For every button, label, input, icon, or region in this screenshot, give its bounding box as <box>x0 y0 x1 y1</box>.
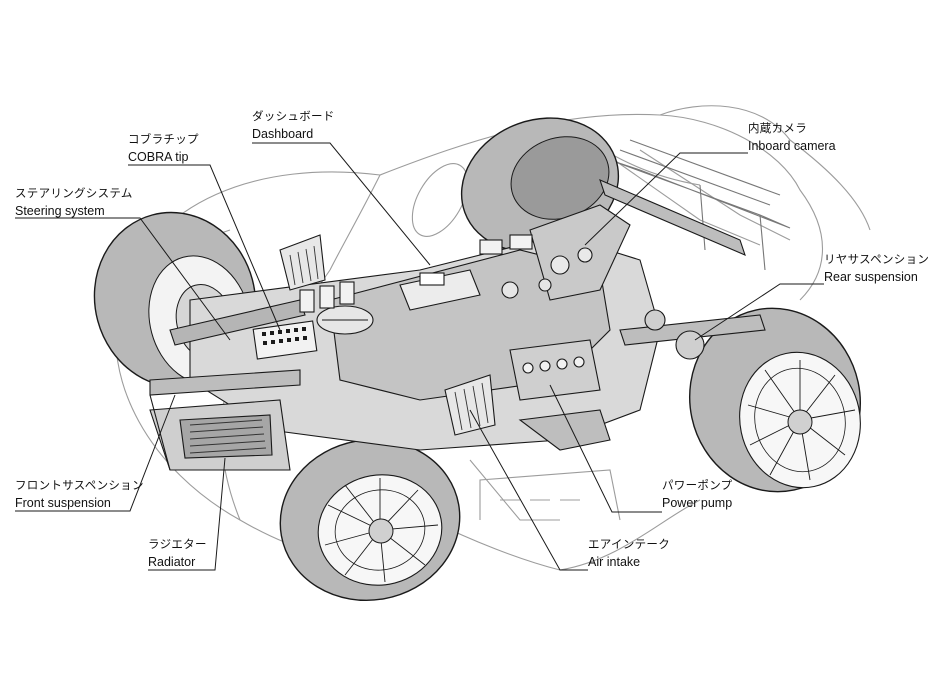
label-dashboard: ダッシュボード Dashboard <box>252 107 335 143</box>
leader-inboard-camera <box>584 152 748 246</box>
chassis <box>149 179 766 471</box>
label-rear-suspension-jp: リヤサスペンション <box>824 252 930 266</box>
label-power-pump: パワーポンプ Power pump <box>662 476 732 512</box>
label-air-intake-en: Air intake <box>588 555 641 569</box>
label-power-pump-jp: パワーポンプ <box>662 478 733 492</box>
label-cobra-tip-en: COBRA tip <box>128 150 189 164</box>
label-steering-system-jp: ステアリングシステム <box>15 186 133 200</box>
label-cobra-tip-jp: コブラチップ <box>128 132 199 146</box>
leader-rear-suspension <box>694 283 824 341</box>
label-inboard-camera-en: Inboard camera <box>748 139 836 153</box>
leader-cobra-tip <box>128 164 281 331</box>
leader-dashboard <box>252 142 431 266</box>
label-inboard-camera: 内蔵カメラ Inboard camera <box>748 119 836 155</box>
label-inboard-camera-jp: 内蔵カメラ <box>748 121 807 135</box>
leader-steering-system <box>15 217 231 341</box>
label-rear-suspension-en: Rear suspension <box>824 270 918 284</box>
label-dashboard-jp: ダッシュボード <box>252 109 335 123</box>
leader-air-intake <box>469 409 588 571</box>
label-front-suspension-en: Front suspension <box>15 496 111 510</box>
leader-power-pump <box>549 384 662 513</box>
label-radiator-en: Radiator <box>148 555 196 569</box>
leader-radiator <box>148 457 226 571</box>
label-front-suspension: フロントサスペンション Front suspension <box>15 476 144 512</box>
label-steering-system: ステアリングシステム Steering system <box>15 184 133 220</box>
label-radiator-jp: ラジエター <box>148 537 207 551</box>
label-radiator: ラジエター Radiator <box>148 535 207 571</box>
label-dashboard-en: Dashboard <box>252 127 314 141</box>
air-intake-vents <box>279 234 496 436</box>
leader-front-suspension <box>15 394 176 512</box>
rear-wing <box>609 139 791 271</box>
label-air-intake: エアインテーク Air intake <box>588 535 670 571</box>
label-rear-suspension: リヤサスペンション Rear suspension <box>824 250 929 286</box>
label-cobra-tip: コブラチップ COBRA tip <box>128 130 199 166</box>
rear-right-tire <box>688 307 862 493</box>
label-power-pump-en: Power pump <box>662 496 733 510</box>
label-front-suspension-jp: フロントサスペンション <box>15 478 144 492</box>
label-air-intake-jp: エアインテーク <box>588 537 671 551</box>
front-right-tire <box>279 438 461 602</box>
leader-lines <box>15 142 824 571</box>
label-steering-system-en: Steering system <box>15 204 105 218</box>
